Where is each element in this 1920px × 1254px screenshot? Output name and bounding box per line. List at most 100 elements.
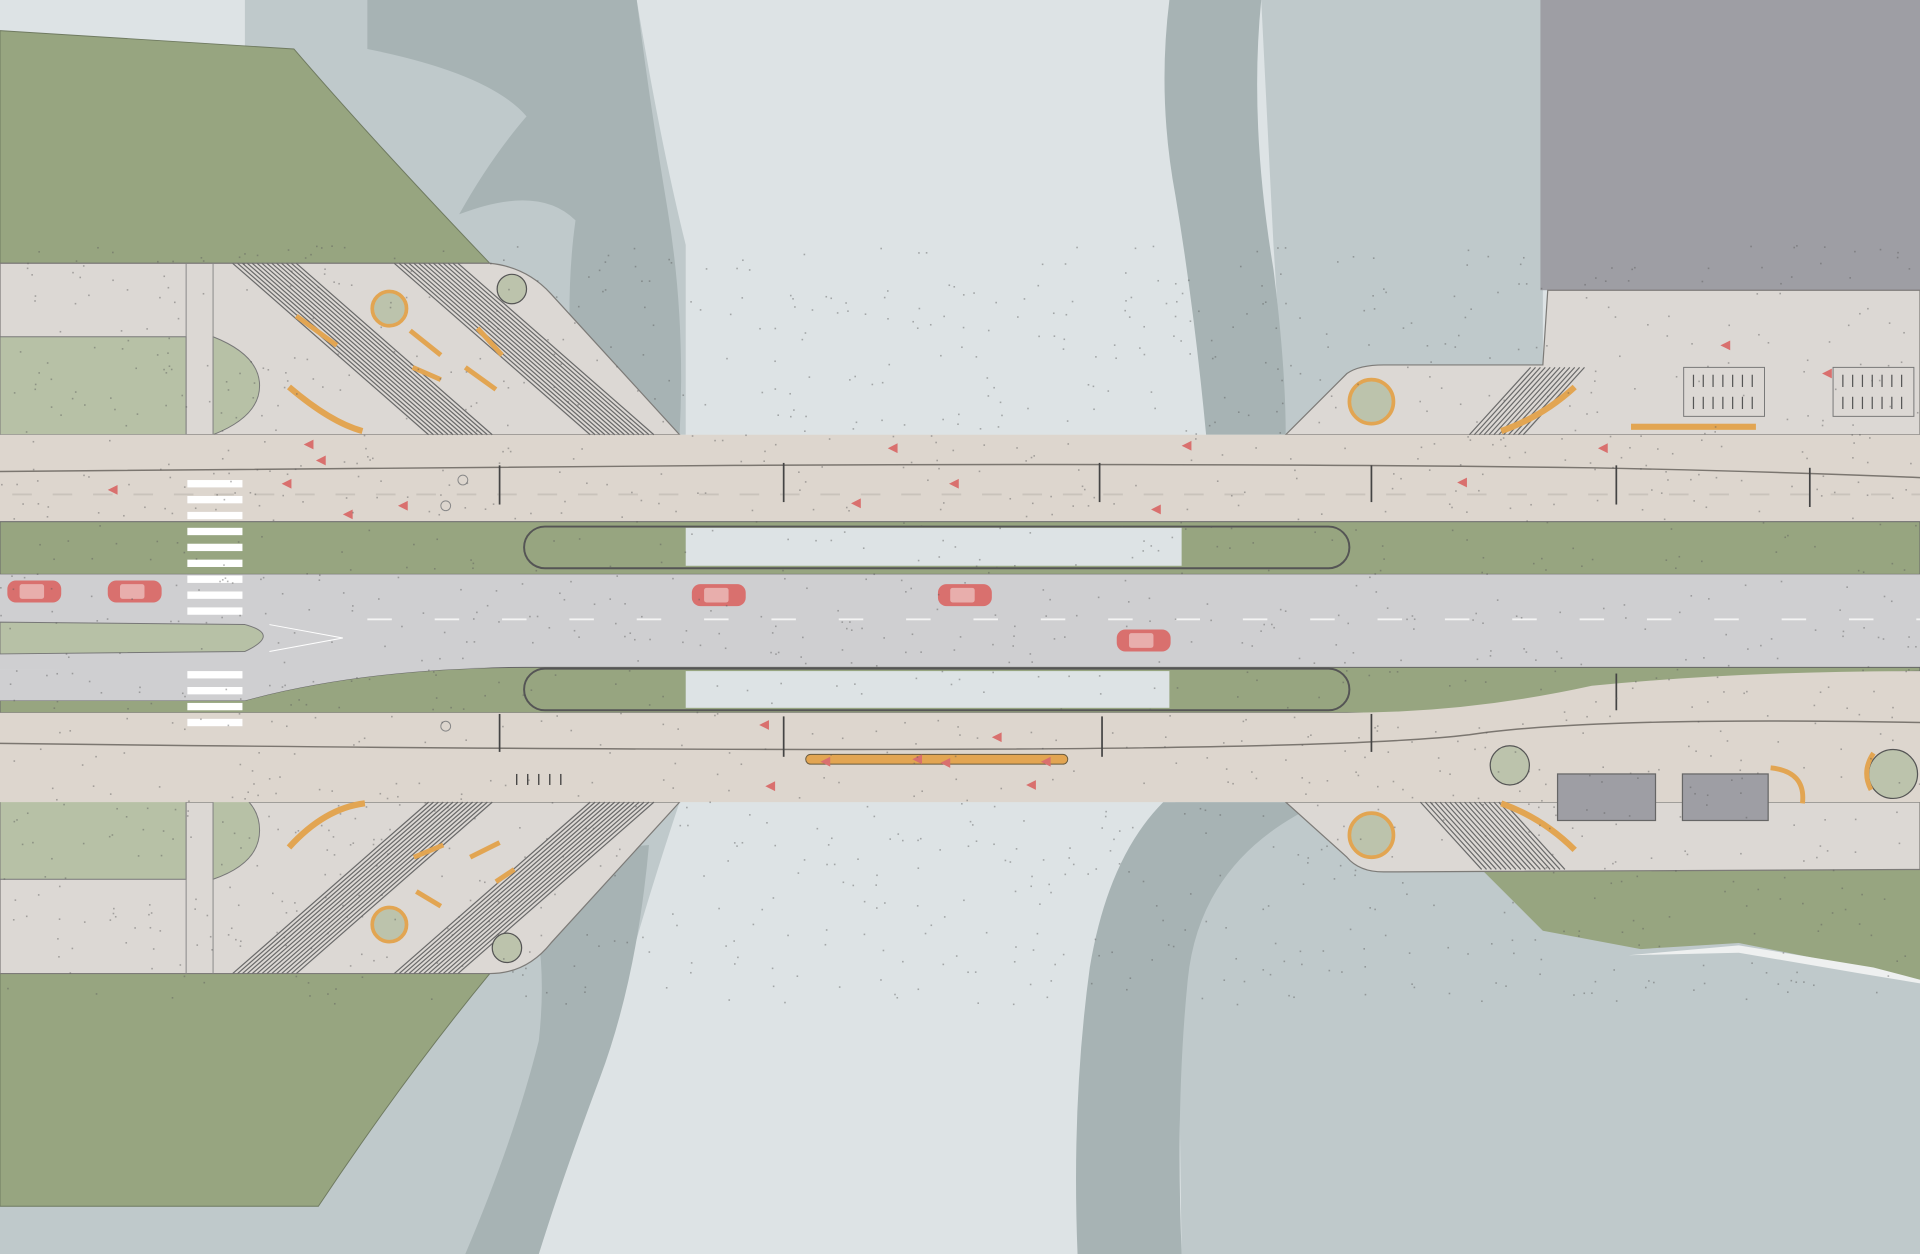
bike-lane-dash [295, 493, 315, 496]
stipple-dot [1104, 815, 1107, 818]
stipple-dot [718, 907, 720, 910]
stipple-dot [1522, 723, 1524, 725]
stipple-dot [123, 514, 125, 517]
stipple-dot [439, 657, 441, 660]
stipple-dot [591, 781, 594, 784]
stipple-dot [110, 397, 112, 399]
stipple-dot [1029, 653, 1032, 655]
stipple-dot [1522, 256, 1525, 259]
bike-lane-dash [1143, 493, 1164, 496]
stipple-dot [268, 778, 271, 780]
stipple-dot [149, 558, 152, 561]
stipple-dot [849, 379, 851, 381]
stipple-dot [1410, 322, 1413, 324]
stipple-dot [804, 332, 807, 334]
bike-lane-dash [1466, 493, 1487, 496]
stipple-dot [1481, 571, 1483, 574]
stipple-dot [1629, 446, 1631, 449]
stipple-dot [1149, 708, 1152, 711]
stepped-seating [281, 801, 478, 975]
stipple-dot [1887, 975, 1890, 977]
stipple-dot [12, 588, 15, 591]
stepped-seating [237, 262, 434, 436]
stipple-dot [609, 598, 612, 600]
stipple-dot [586, 934, 588, 936]
stipple-dot [1508, 456, 1511, 459]
stipple-dot [801, 338, 804, 341]
stipple-dot [1668, 678, 1670, 681]
stipple-dot [714, 714, 716, 717]
stipple-dot [1766, 715, 1769, 717]
bike-lane-dash [214, 493, 234, 496]
stipple-dot [1142, 550, 1145, 552]
stipple-dot [1205, 832, 1207, 834]
stipple-dot [1064, 636, 1066, 638]
stipple-dot [1862, 571, 1865, 574]
stipple-dot [560, 512, 563, 514]
stipple-dot [1790, 276, 1793, 278]
stipple-dot [250, 361, 252, 363]
stipple-dot [962, 294, 965, 296]
stipple-dot [798, 471, 800, 473]
stipple-dot [961, 802, 963, 805]
stipple-dot [846, 627, 848, 630]
stipple-dot [803, 859, 806, 861]
stipple-dot [937, 719, 940, 722]
stipple-dot [1368, 344, 1370, 346]
stipple-dot [113, 907, 115, 910]
stipple-dot [1632, 919, 1635, 922]
stipple-dot [602, 290, 604, 293]
stipple-dot [1402, 788, 1404, 791]
stipple-dot [1372, 257, 1375, 259]
stipple-dot [916, 756, 919, 758]
stipple-dot [917, 559, 920, 562]
car-window [120, 584, 145, 599]
stipple-dot [942, 963, 945, 966]
stipple-dot [1839, 609, 1841, 611]
stipple-dot [1426, 345, 1429, 347]
bike-lane-dash [1103, 493, 1123, 496]
stipple-dot [337, 353, 340, 355]
bench-icon [469, 840, 501, 860]
stipple-dot [1467, 249, 1470, 252]
stipple-dot [1387, 751, 1390, 753]
stipple-dot [380, 838, 383, 841]
stipple-dot [845, 302, 847, 304]
stipple-dot [460, 588, 462, 591]
stipple-dot [875, 665, 878, 667]
stipple-dot [179, 964, 182, 966]
stipple-dot [1918, 783, 1920, 785]
stipple-dot [9, 627, 11, 630]
stipple-dot [239, 763, 242, 766]
bench-icon [463, 365, 498, 392]
stipple-dot [275, 429, 277, 432]
stipple-dot [733, 940, 735, 942]
stipple-dot [1274, 942, 1277, 945]
stipple-dot [1857, 481, 1860, 484]
stipple-dot [1154, 407, 1156, 410]
stipple-dot [496, 310, 498, 312]
stipple-dot [565, 1003, 567, 1005]
stipple-dot [239, 698, 242, 700]
stipple-dot [1819, 845, 1822, 847]
stipple-dot [490, 262, 492, 265]
stipple-dot [1469, 439, 1472, 441]
stipple-dot [1665, 471, 1667, 473]
stipple-dot [1281, 379, 1283, 382]
stipple-dot [857, 858, 859, 860]
stipple-dot [1464, 679, 1467, 682]
stipple-dot [162, 830, 165, 832]
lane-dash [1040, 618, 1066, 621]
stipple-dot [1072, 505, 1075, 507]
stipple-dot [1481, 473, 1484, 476]
stipple-dot [764, 748, 767, 750]
stipple-dot [1484, 746, 1487, 749]
stipple-dot [1903, 569, 1906, 571]
stipple-dot [46, 674, 48, 677]
stipple-dot [152, 948, 155, 950]
stipple-dot [1645, 464, 1648, 467]
stipple-dot [1256, 250, 1259, 253]
stipple-dot [1806, 457, 1808, 460]
stipple-dot [323, 273, 326, 275]
stipple-dot [1335, 644, 1338, 646]
